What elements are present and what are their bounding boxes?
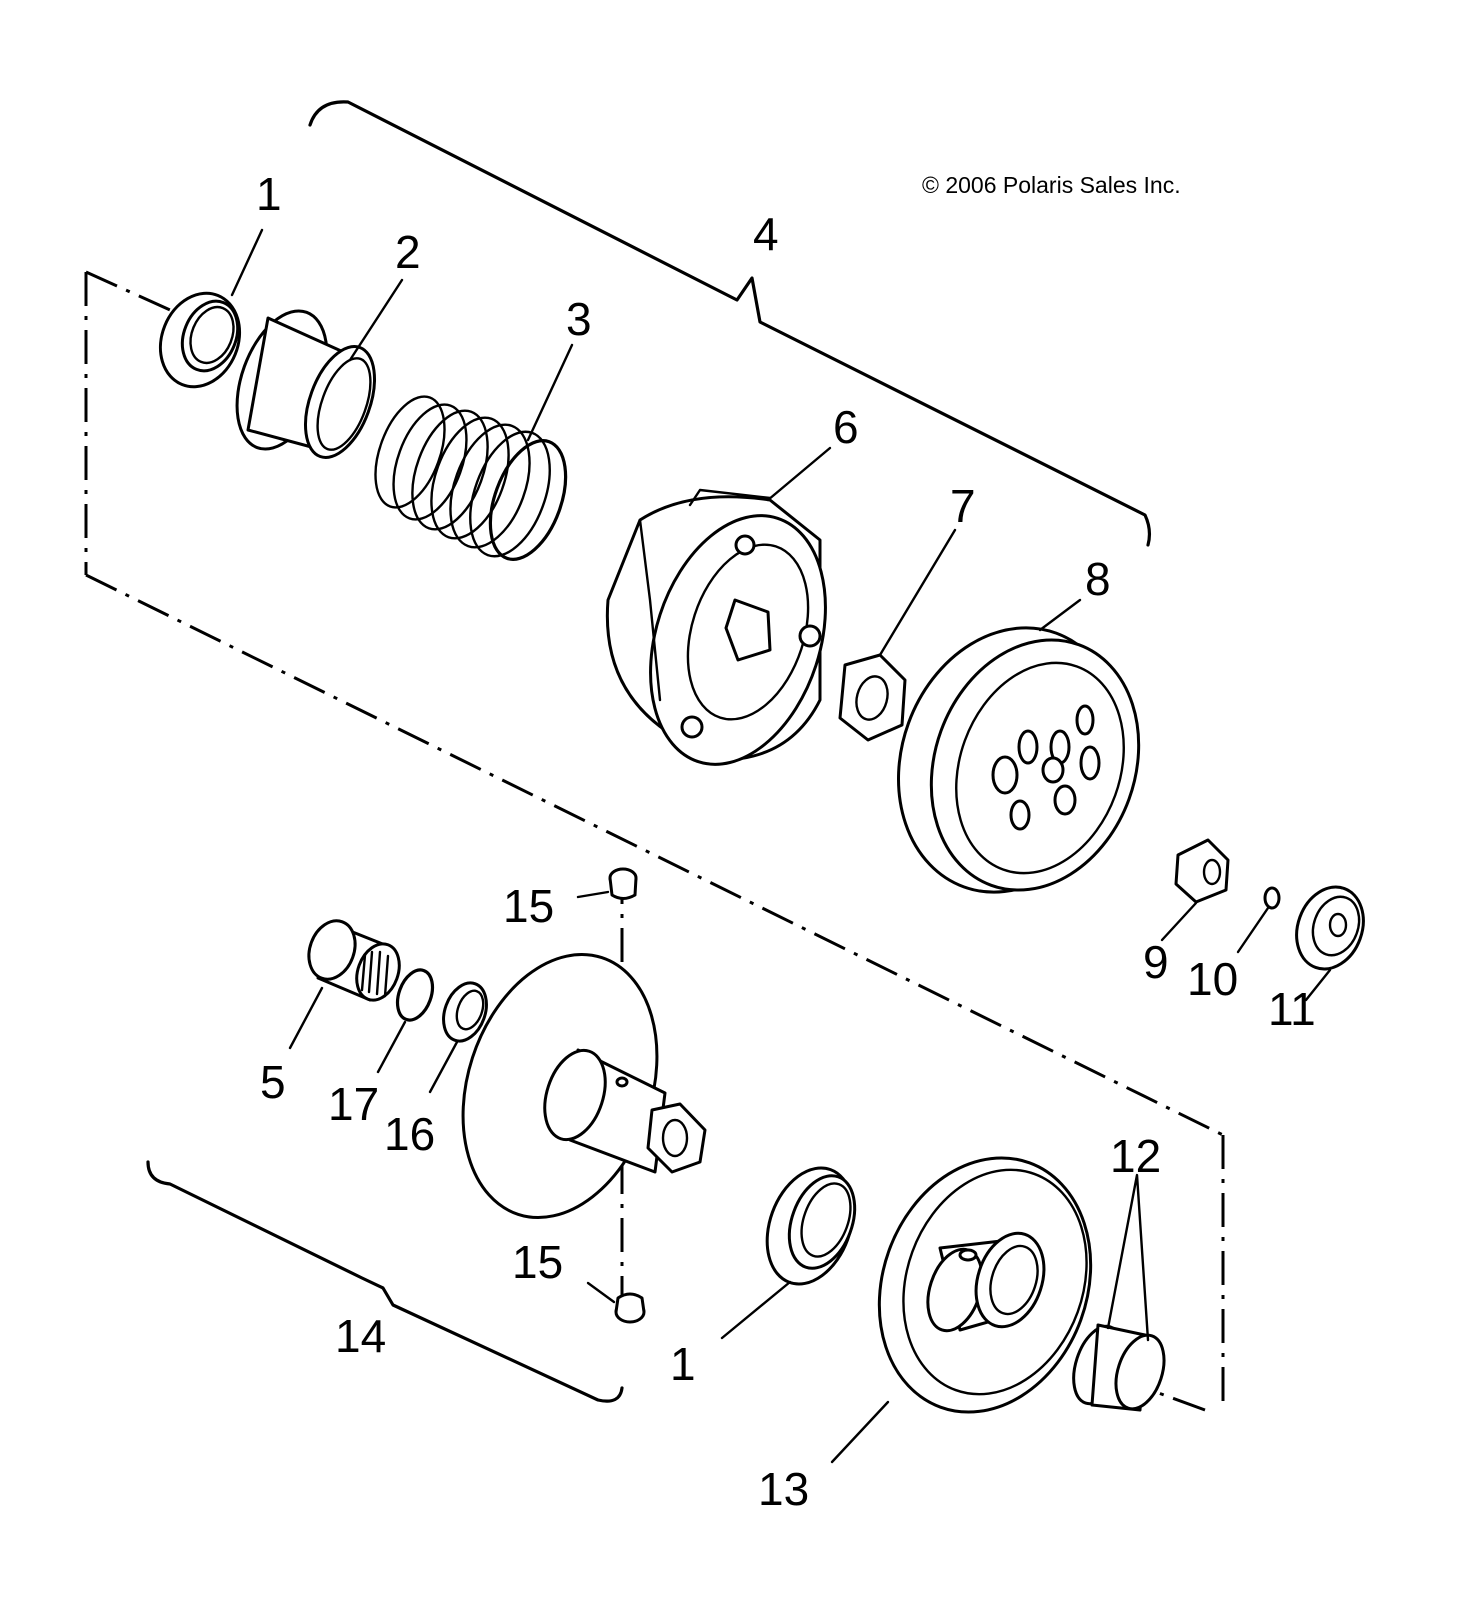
label-2: 2 [395, 226, 421, 278]
leader-15-top [576, 890, 610, 899]
leader-5 [288, 986, 324, 1050]
label-6: 6 [833, 401, 859, 453]
label-16: 16 [384, 1108, 435, 1160]
part-14-driven-pulley [461, 952, 707, 1220]
label-1-top: 1 [256, 168, 282, 220]
label-11: 11 [1268, 983, 1316, 1035]
part-6-clutch-shoe [605, 488, 827, 766]
part-11-bearing [1295, 885, 1365, 971]
leader-7 [878, 528, 957, 657]
part-5-needle-bearing [307, 919, 401, 1002]
callout-labels: 1 2 3 4 6 7 8 15 9 10 11 5 17 16 12 15 1… [256, 168, 1316, 1515]
part-8-clutch-drum [897, 626, 1141, 894]
part-9-nut [1174, 838, 1230, 904]
label-12: 12 [1110, 1130, 1161, 1182]
leader-6 [766, 446, 832, 502]
part-15-pin-bottom [614, 1292, 646, 1324]
part-1-seal-top [158, 291, 242, 389]
part-7-nut [838, 653, 907, 742]
part-12-collar [1072, 1323, 1166, 1412]
part-16-washer [442, 981, 488, 1043]
label-4: 4 [753, 208, 779, 260]
leader-13 [830, 1400, 890, 1464]
label-15-bottom: 15 [512, 1236, 563, 1288]
leader-1-top [230, 228, 264, 297]
leader-11 [1304, 968, 1332, 1002]
bracket-4 [308, 100, 1152, 547]
label-17: 17 [328, 1078, 379, 1130]
label-10: 10 [1187, 953, 1238, 1005]
leader-12 [1106, 1173, 1150, 1342]
leader-9 [1160, 901, 1198, 942]
part-3-spring [374, 395, 568, 561]
label-15-top: 15 [503, 880, 554, 932]
bracket-14 [146, 1160, 624, 1403]
part-17-snap-ring [395, 968, 435, 1022]
leader-17 [376, 1020, 407, 1074]
part-2-sleeve [235, 309, 376, 459]
copyright-text: © 2006 Polaris Sales Inc. [922, 172, 1181, 198]
leader-10 [1236, 906, 1270, 954]
label-1-bottom: 1 [670, 1338, 696, 1390]
leader-8 [1038, 598, 1082, 632]
label-8: 8 [1085, 553, 1111, 605]
part-10-washer [1263, 886, 1281, 910]
leader-2 [348, 278, 404, 362]
leader-1-bottom [720, 1280, 792, 1340]
label-3: 3 [566, 293, 592, 345]
part-1-seal-bottom [765, 1166, 857, 1286]
leader-15-bottom [586, 1281, 616, 1304]
leader-3 [526, 343, 574, 442]
label-14: 14 [335, 1310, 386, 1362]
part-15-pin-top [608, 867, 638, 900]
part-13-movable-sheave [877, 1156, 1093, 1414]
label-13: 13 [758, 1463, 809, 1515]
label-5: 5 [260, 1056, 286, 1108]
label-7: 7 [950, 480, 976, 532]
label-9: 9 [1143, 936, 1169, 988]
leader-16 [428, 1040, 459, 1094]
